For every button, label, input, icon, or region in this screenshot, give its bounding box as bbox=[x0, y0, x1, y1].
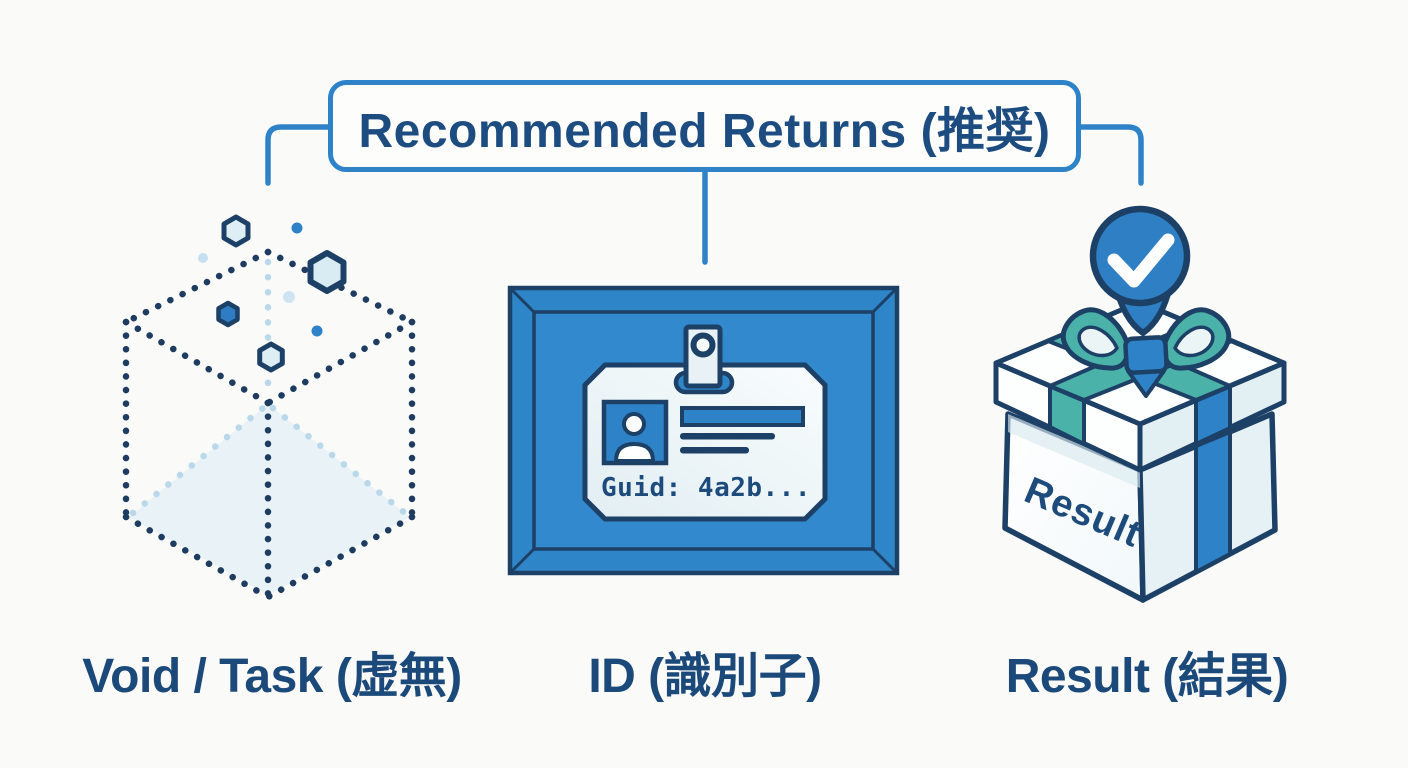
cube-edge bbox=[122, 318, 272, 407]
bow-left-loop-inner bbox=[1077, 325, 1119, 358]
gift-ribbon-front bbox=[1194, 429, 1232, 576]
dot-particle bbox=[198, 253, 208, 263]
badge-field-bar bbox=[680, 406, 805, 427]
dot-particle bbox=[291, 222, 303, 234]
label-result: Result (結果) bbox=[1005, 650, 1289, 703]
bow-right-loop-inner bbox=[1173, 325, 1215, 358]
checkmark-icon bbox=[1107, 233, 1175, 288]
dotted-cube-icon bbox=[122, 214, 416, 601]
cube-edge bbox=[122, 513, 272, 601]
cube-edge bbox=[122, 248, 272, 326]
guid-text: Guid: 4a2b... bbox=[601, 473, 811, 503]
cube-light-edge-right bbox=[269, 404, 409, 517]
connector-right bbox=[1076, 124, 1144, 186]
frame-mitre-lines bbox=[508, 286, 899, 575]
balloon-circle bbox=[1089, 205, 1191, 307]
connector-left bbox=[265, 124, 333, 186]
check-balloon-icon bbox=[1089, 205, 1191, 336]
connector-lines bbox=[265, 124, 1144, 265]
hexagon-particle bbox=[257, 341, 285, 373]
gift-bow bbox=[1060, 307, 1232, 375]
gift-box-icon: Result bbox=[993, 205, 1287, 603]
label-id: ID (識別子) bbox=[588, 650, 822, 703]
badge-text-line bbox=[680, 433, 775, 440]
clip-hole-icon bbox=[690, 332, 716, 358]
cube-edge bbox=[264, 513, 416, 601]
gift-body-shadow-strip bbox=[1008, 414, 1140, 488]
page-title: Recommended Returns (推奨) bbox=[358, 105, 1051, 158]
badge-text-line bbox=[680, 447, 749, 454]
dot-particle bbox=[283, 291, 295, 303]
person-shoulders bbox=[613, 441, 656, 463]
person-head bbox=[622, 412, 646, 436]
bow-knot bbox=[1123, 335, 1169, 375]
person-icon bbox=[613, 412, 656, 463]
hexagon-particle bbox=[221, 214, 251, 248]
cube-edge bbox=[264, 248, 416, 326]
cube-edge bbox=[264, 318, 416, 407]
id-badge-frame-icon: Guid: 4a2b... bbox=[507, 285, 900, 576]
cube-light-edge-left bbox=[129, 404, 267, 517]
label-void-task: Void / Task (虚無) bbox=[82, 650, 462, 703]
hexagon-particle bbox=[307, 250, 347, 294]
title-box: Recommended Returns (推奨) bbox=[328, 80, 1081, 172]
dot-particle bbox=[311, 325, 323, 337]
hexagon-particle bbox=[216, 300, 240, 328]
